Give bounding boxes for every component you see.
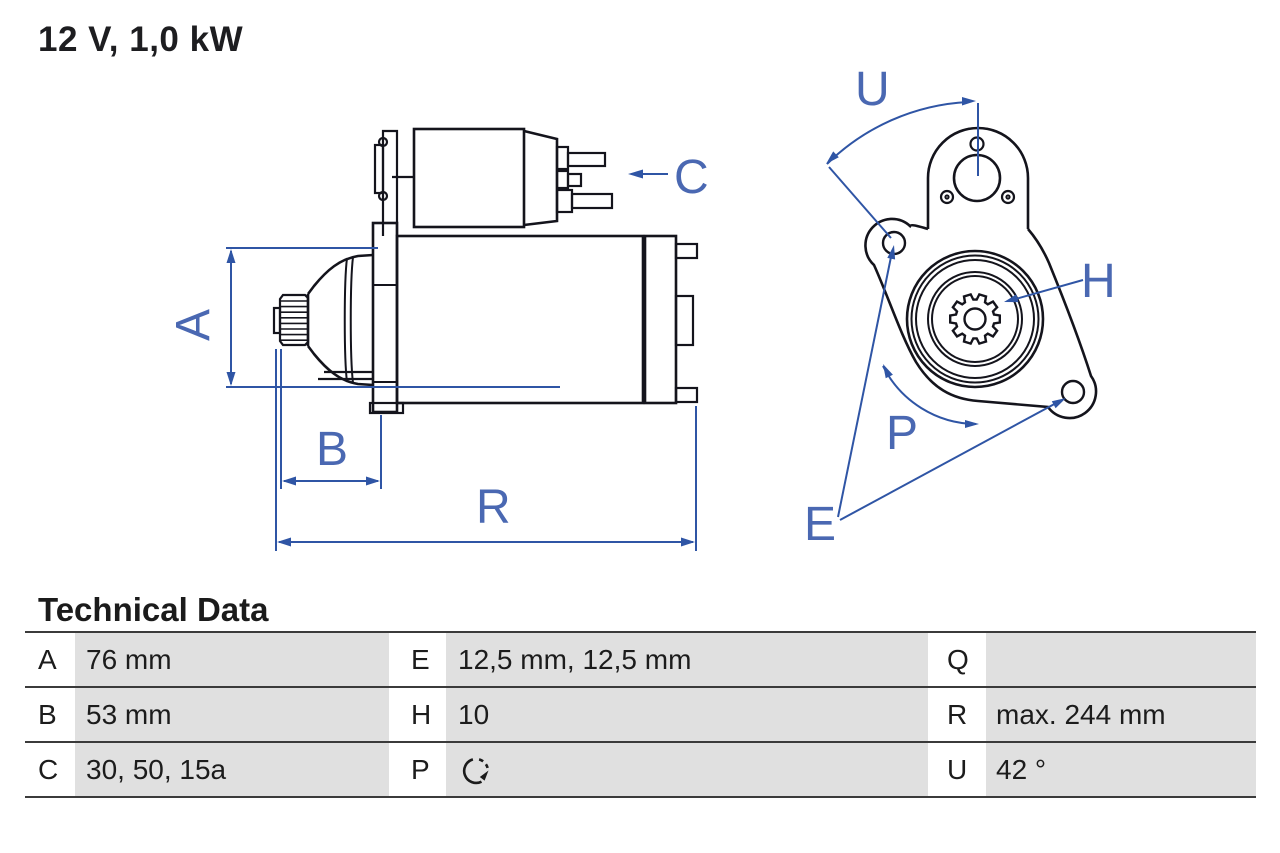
- mounting-bracket: [373, 129, 414, 236]
- dim-label-b: B: [316, 423, 348, 476]
- drive-end-housing: [306, 253, 374, 387]
- table-title: Technical Data: [38, 591, 269, 628]
- param-key: P: [389, 743, 446, 796]
- solenoid-terminals: [555, 145, 614, 214]
- param-key: U: [928, 743, 986, 796]
- dim-label-h: H: [1081, 255, 1116, 308]
- arrowhead: [965, 420, 979, 428]
- param-key: C: [25, 743, 75, 796]
- motor-body: [395, 234, 699, 405]
- param-value-icon: [446, 743, 928, 796]
- pinion-gear-front: [949, 292, 1001, 346]
- flange-outline: [864, 217, 1098, 420]
- bearing-boss: [905, 249, 1045, 389]
- dim-label-p: P: [886, 407, 918, 460]
- param-key: R: [928, 688, 986, 741]
- arrowhead: [277, 537, 291, 547]
- param-key: B: [25, 688, 75, 741]
- table-row: C 30, 50, 15a P U 42 °: [25, 741, 1256, 798]
- table-row: B 53 mm H 10 R max. 244 mm: [25, 686, 1256, 741]
- front-view: [864, 126, 1098, 420]
- dim-label-c: C: [674, 151, 709, 204]
- arrowhead: [962, 97, 976, 106]
- pinion-gear: [272, 293, 310, 347]
- bolt-hole-right: [1060, 379, 1086, 405]
- table-row: A 76 mm E 12,5 mm, 12,5 mm Q: [25, 631, 1256, 686]
- arrowhead: [1051, 398, 1066, 409]
- param-value: 12,5 mm, 12,5 mm: [446, 633, 928, 686]
- param-value: 76 mm: [75, 633, 389, 686]
- param-value: 30, 50, 15a: [75, 743, 389, 796]
- arrowhead: [887, 245, 896, 260]
- arrowhead: [226, 249, 236, 263]
- dim-label-a: A: [167, 309, 220, 341]
- arrowhead: [826, 151, 839, 164]
- product-spec-title: 12 V, 1,0 kW: [38, 20, 244, 59]
- dim-label-e: E: [804, 498, 836, 551]
- side-view-dimensions: A B R C: [167, 151, 709, 551]
- param-key: Q: [928, 633, 986, 686]
- arrowhead: [226, 372, 236, 386]
- param-value: max. 244 mm: [986, 688, 1256, 741]
- technical-data-table: A 76 mm E 12,5 mm, 12,5 mm Q B 53 mm H 1…: [25, 631, 1256, 798]
- starter-motor-drawing: A B R C: [167, 63, 1116, 551]
- side-view: [272, 127, 699, 415]
- dim-label-u: U: [855, 63, 890, 116]
- technical-drawing: A B R C: [167, 63, 1116, 551]
- param-value: [986, 633, 1256, 686]
- arrowhead: [282, 476, 296, 486]
- front-view-dimensions: U H P E: [804, 63, 1116, 551]
- arrowhead: [681, 537, 695, 547]
- arrowhead: [366, 476, 380, 486]
- param-value: 10: [446, 688, 928, 741]
- param-key: H: [389, 688, 446, 741]
- param-value: 42 °: [986, 743, 1256, 796]
- rotation-direction-icon: [462, 757, 489, 784]
- arrowhead: [883, 364, 893, 379]
- solenoid-cap: [523, 129, 559, 227]
- param-value: 53 mm: [75, 688, 389, 741]
- arrowhead: [628, 169, 643, 179]
- arrowhead: [1004, 294, 1019, 303]
- solenoid-body: [412, 127, 526, 229]
- technical-data-section: Technical Data A 76 mm E 12,5 mm, 12,5 m…: [0, 585, 1280, 798]
- dim-label-r: R: [476, 481, 511, 534]
- param-key: E: [389, 633, 446, 686]
- param-key: A: [25, 633, 75, 686]
